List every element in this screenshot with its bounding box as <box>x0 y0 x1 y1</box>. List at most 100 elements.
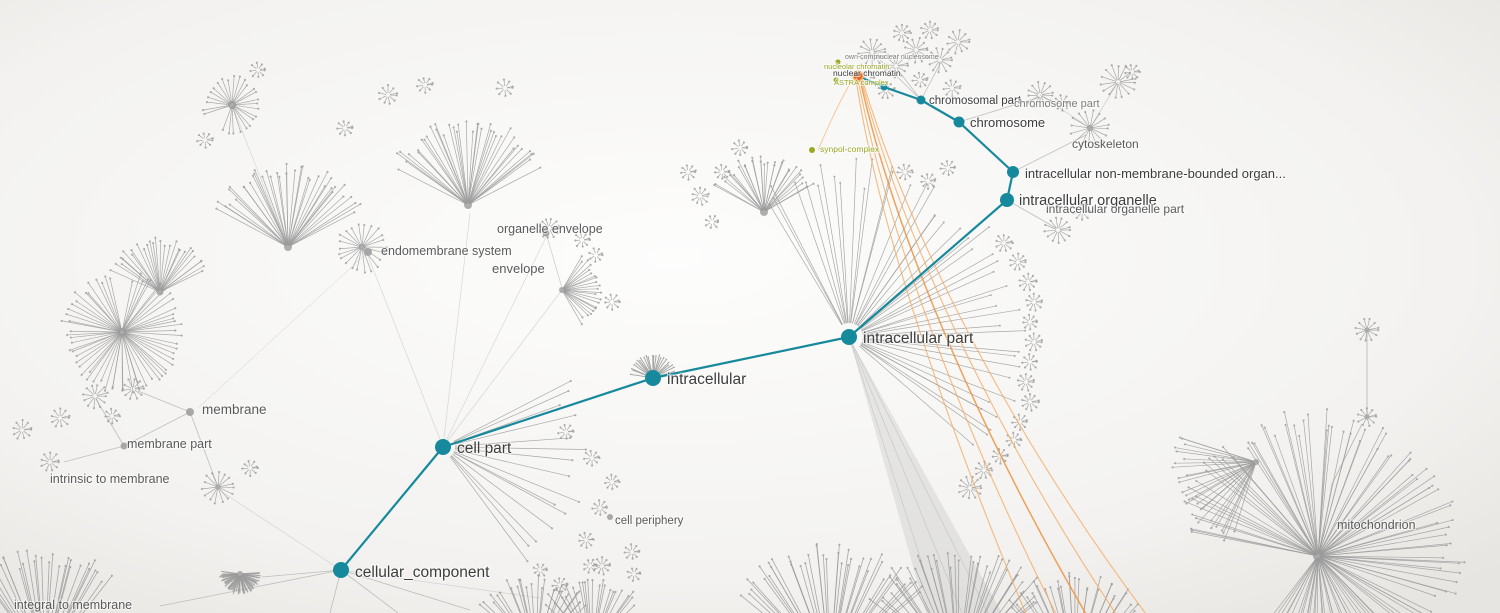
highlight-node[interactable] <box>645 370 661 386</box>
burst-cluster <box>731 139 749 156</box>
burst-cluster <box>416 77 434 94</box>
term-label[interactable]: intrinsic to membrane <box>49 471 171 487</box>
burst-cluster <box>336 120 354 137</box>
term-label[interactable]: cell part <box>456 439 513 458</box>
burst-cluster <box>449 379 587 563</box>
burst-cluster <box>1072 202 1092 221</box>
highlight-node[interactable] <box>1000 193 1014 207</box>
term-label[interactable]: cell periphery <box>614 514 685 528</box>
annotation-node[interactable] <box>835 59 841 65</box>
highlight-node[interactable] <box>1007 166 1019 178</box>
term-label[interactable]: integral to membrane <box>13 597 133 613</box>
term-label[interactable]: intracellular part <box>862 329 975 348</box>
graph-edge <box>1331 423 1363 485</box>
burst-cluster <box>1124 63 1141 80</box>
burst-cluster <box>0 549 114 613</box>
term-label[interactable]: intracellular organelle <box>1018 192 1158 210</box>
burst-cluster <box>884 54 909 79</box>
edge-bundle-wedge <box>849 337 1002 613</box>
highlight-edge <box>883 85 922 102</box>
graph-edge <box>442 230 550 448</box>
burst-cluster <box>920 173 937 190</box>
highlight-node[interactable] <box>333 562 349 578</box>
term-label[interactable]: chromosome part <box>1013 97 1101 111</box>
burst-cluster <box>713 163 731 180</box>
highlight-node[interactable] <box>880 83 888 91</box>
burst-cluster <box>704 214 720 229</box>
burst-cluster <box>219 570 261 595</box>
annotation-node[interactable] <box>809 147 815 153</box>
term-label[interactable]: membrane part <box>126 436 213 452</box>
highlight-node[interactable] <box>953 116 965 128</box>
burst-cluster <box>591 499 608 516</box>
burst-cluster <box>942 79 962 98</box>
term-label[interactable]: nucleolar chromatin <box>823 61 891 72</box>
burst-cluster <box>739 542 923 613</box>
burst-cluster <box>578 531 595 549</box>
highlight-node[interactable] <box>841 329 857 345</box>
term-label[interactable]: synpol-complex <box>819 143 881 155</box>
graph-node-minor[interactable] <box>542 229 550 237</box>
term-label[interactable]: membrane <box>201 401 268 418</box>
burst-cluster <box>974 460 994 480</box>
graph-node-minor[interactable] <box>120 442 128 450</box>
term-label[interactable]: chromosomal part <box>928 94 1023 108</box>
burst-cluster <box>857 38 887 67</box>
burst-cluster <box>926 47 954 74</box>
burst-cluster <box>680 164 697 181</box>
burst-cluster <box>896 163 914 181</box>
burst-cluster <box>893 23 912 43</box>
orange-edge <box>857 78 1057 613</box>
burst-cluster <box>50 407 71 428</box>
term-label[interactable]: intracellular non-membrane-bounded organ… <box>1024 165 1287 182</box>
burst-cluster <box>604 473 621 491</box>
term-label[interactable]: intracellular <box>666 370 747 389</box>
burst-cluster <box>626 567 642 582</box>
term-label[interactable]: nuclear chromatin <box>832 67 902 79</box>
graph-edge <box>442 289 563 448</box>
orange-edge <box>855 78 1027 613</box>
graph-node-minor[interactable] <box>607 514 613 520</box>
graph-node-minor[interactable] <box>364 248 372 256</box>
burst-cluster <box>495 78 514 97</box>
annotation-node[interactable] <box>833 77 839 83</box>
burst-cluster <box>995 234 1014 252</box>
orange-edge <box>861 78 1146 613</box>
graph-edge <box>63 445 125 463</box>
highlight-node[interactable] <box>435 439 451 455</box>
term-label[interactable]: endomembrane system <box>380 243 513 259</box>
highlight-node[interactable] <box>916 95 926 105</box>
orange-edge <box>860 78 1116 613</box>
orange-edge <box>859 78 1087 613</box>
term-label[interactable]: intracellular organelle part <box>1045 201 1186 217</box>
burst-cluster <box>12 418 33 440</box>
burst-cluster <box>249 61 266 79</box>
term-label[interactable]: cellular_component <box>354 563 491 582</box>
burst-cluster <box>478 574 587 613</box>
highlight-edge <box>340 446 444 571</box>
burst-cluster <box>583 449 601 467</box>
burst-cluster <box>201 74 260 135</box>
orange-edge <box>817 79 853 151</box>
graph-node-minor[interactable] <box>186 408 194 416</box>
burst-cluster <box>1043 216 1072 244</box>
burst-cluster <box>903 36 929 64</box>
burst-cluster <box>1027 80 1054 108</box>
term-label[interactable]: ASTRA complex <box>833 77 890 88</box>
term-label[interactable]: chromosome <box>969 114 1046 131</box>
term-label[interactable]: mitochondrion <box>1336 517 1417 533</box>
term-label[interactable]: organelle envelope <box>496 221 604 237</box>
burst-cluster <box>1171 436 1259 542</box>
burst-cluster <box>958 475 983 500</box>
selected-node[interactable] <box>852 70 864 82</box>
burst-cluster <box>574 232 592 248</box>
term-label[interactable]: own-complex <box>844 53 888 62</box>
burst-cluster <box>629 354 676 378</box>
burst-cluster <box>121 378 146 400</box>
term-label[interactable]: nuclear nucleosome <box>875 53 940 62</box>
term-label[interactable]: envelope <box>491 260 546 277</box>
graph-edge <box>197 251 369 409</box>
term-label[interactable]: cytoskeleton <box>1071 136 1140 152</box>
